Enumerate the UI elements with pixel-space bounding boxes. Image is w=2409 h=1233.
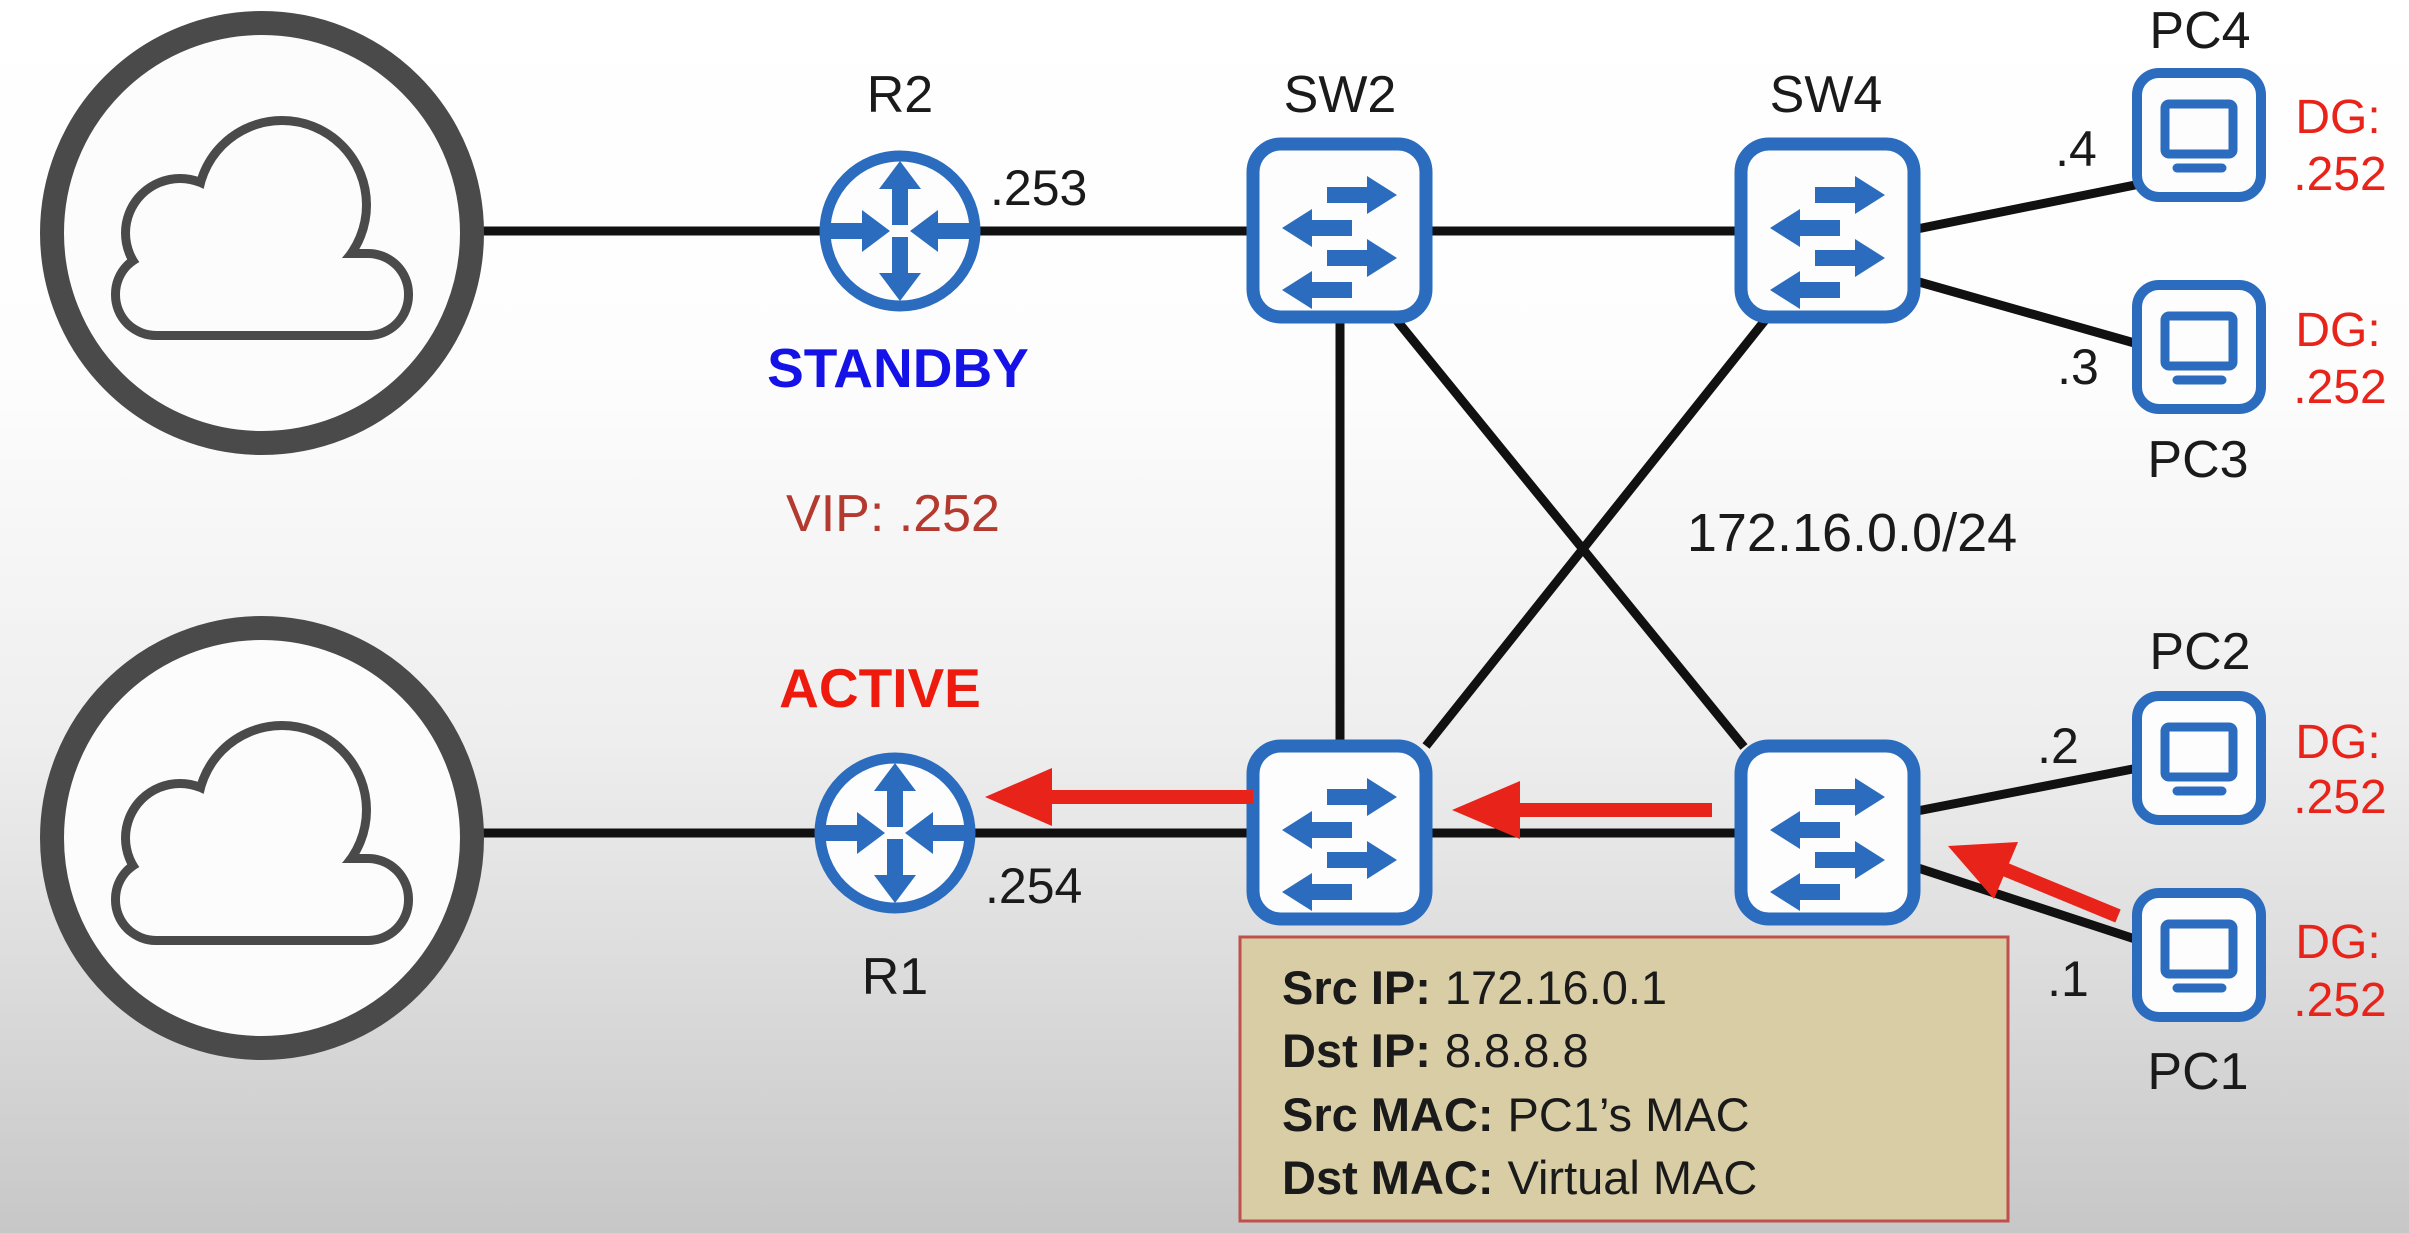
packet-src-mac: Src MAC:PC1’s MAC	[1282, 1088, 1750, 1141]
pc3-ip-label: .3	[2057, 339, 2099, 395]
r1-role-active-label: ACTIVE	[779, 657, 981, 719]
router-r1-icon	[820, 758, 970, 908]
link-sw4-pc3	[1910, 275, 2140, 349]
pc4-dg-label: DG: .252	[2293, 91, 2386, 201]
pc2-ip-label: .2	[2037, 718, 2079, 774]
pc1-monitor-icon	[2137, 893, 2261, 1017]
traffic-arrow-sw3-to-sw1	[1452, 781, 1712, 839]
link-sw4-pc4	[1911, 179, 2141, 235]
r2-label: R2	[867, 66, 933, 124]
svg-text:.252: .252	[2293, 771, 2386, 824]
svg-text:.252: .252	[2293, 148, 2386, 201]
svg-text:.252: .252	[2293, 361, 2386, 414]
pc4-ip-label: .4	[2055, 121, 2097, 177]
svg-text:.252: .252	[2293, 974, 2386, 1027]
link-sw3-pc1	[1910, 861, 2140, 945]
r1-ip-label: .254	[985, 858, 1082, 914]
traffic-arrow-sw1-to-r1	[985, 768, 1253, 826]
vip-label: VIP: .252	[786, 485, 1000, 543]
pc4-label: PC4	[2149, 2, 2250, 60]
pc2-dg-label: DG: .252	[2293, 716, 2386, 824]
sw2-label: SW2	[1284, 66, 1397, 124]
pc1-label: PC1	[2147, 1043, 2248, 1101]
svg-text:DG:: DG:	[2295, 304, 2380, 357]
router-r2-icon	[825, 156, 975, 306]
link-sw2-sw3	[1390, 314, 1748, 750]
subnet-label: 172.16.0.0/24	[1687, 503, 2017, 563]
sw4-label: SW4	[1770, 66, 1883, 124]
pc1-dg-label: DG: .252	[2293, 916, 2386, 1027]
switch-bottom-left-icon	[1253, 746, 1426, 919]
pc3-dg-label: DG: .252	[2293, 304, 2386, 414]
pc2-monitor-icon	[2137, 696, 2261, 820]
switch-bottom-right-icon	[1741, 746, 1914, 919]
pc2-label: PC2	[2149, 623, 2250, 681]
traffic-arrow-pc1-to-sw3	[1948, 842, 2121, 923]
packet-info-box: Src IP:172.16.0.1 Dst IP:8.8.8.8 Src MAC…	[1238, 935, 2010, 1223]
link-sw4-sw1	[1422, 316, 1770, 749]
internet-cloud-bottom-icon	[52, 628, 472, 1048]
pc1-ip-label: .1	[2047, 951, 2089, 1007]
network-links	[466, 179, 2141, 945]
switch-sw4-icon	[1741, 144, 1914, 317]
svg-text:DG:: DG:	[2295, 716, 2380, 769]
packet-dst-ip: Dst IP:8.8.8.8	[1282, 1024, 1589, 1077]
r2-ip-label: .253	[990, 160, 1087, 216]
svg-text:DG:: DG:	[2295, 91, 2380, 144]
packet-src-ip: Src IP:172.16.0.1	[1282, 961, 1667, 1014]
switch-sw2-icon	[1253, 144, 1426, 317]
svg-text:DG:: DG:	[2295, 916, 2380, 969]
packet-dst-mac: Dst MAC:Virtual MAC	[1282, 1151, 1757, 1204]
pc3-monitor-icon	[2137, 285, 2261, 409]
r1-label: R1	[862, 948, 928, 1006]
pc3-label: PC3	[2147, 431, 2248, 489]
r2-role-standby-label: STANDBY	[767, 337, 1029, 399]
link-sw3-pc2	[1911, 763, 2139, 817]
internet-cloud-top-icon	[52, 23, 472, 443]
pc4-monitor-icon	[2137, 73, 2261, 197]
